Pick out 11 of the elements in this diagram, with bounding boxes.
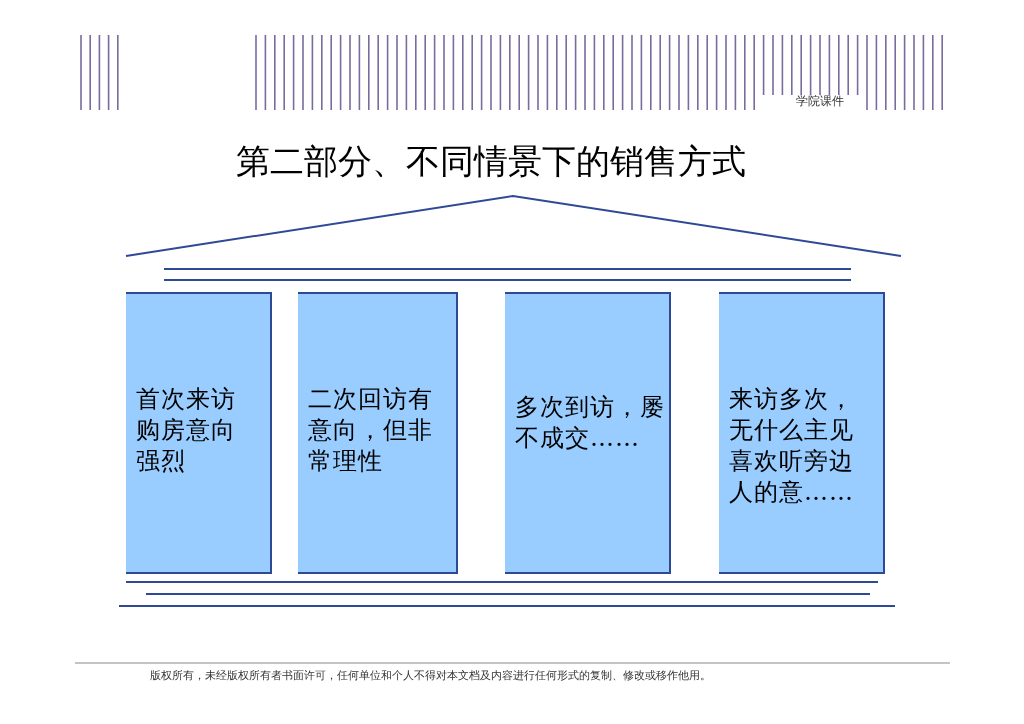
pillar-text: 来访多次，无什么主见喜欢听旁边人的意…… xyxy=(729,384,855,508)
pillar-text: 首次来访购房意向强烈 xyxy=(136,384,237,477)
pillar-box xyxy=(505,292,671,574)
pillar-text: 二次回访有意向，但非常理性 xyxy=(308,384,434,477)
pillar-box xyxy=(126,292,272,574)
copyright-notice: 版权所有，未经版权所有者书面许可，任何单位和个人不得对本文档及内容进行任何形式的复制、修改或移作他用。 xyxy=(150,668,711,683)
header-label: 学院课件 xyxy=(796,93,844,109)
slide-title: 第二部分、不同情景下的销售方式 xyxy=(236,140,746,183)
pillar-text: 多次到访，屡不成交…… xyxy=(515,392,666,454)
pillar-box xyxy=(298,292,458,574)
pillar-box xyxy=(719,292,885,574)
